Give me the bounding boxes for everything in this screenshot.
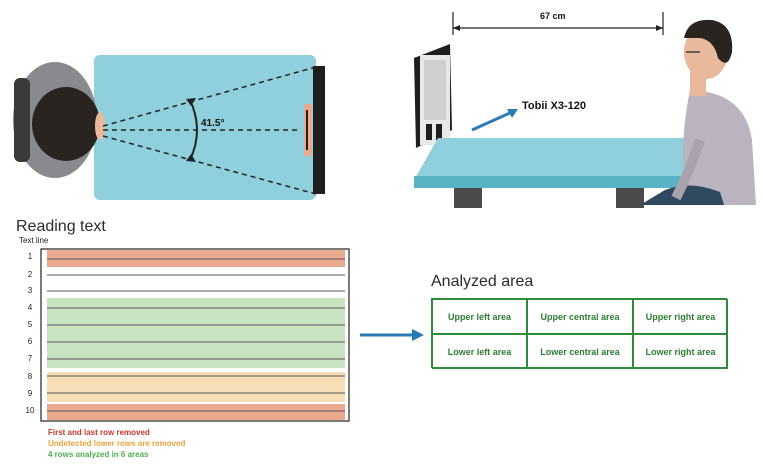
row-number: 7: [27, 354, 33, 363]
area-upper-right: Upper right area: [633, 299, 728, 334]
top-view-cone-upper: [102, 66, 317, 127]
top-view-person: [13, 62, 105, 178]
legend-undetected: Undetected lower rows are removed: [48, 439, 186, 448]
text-line-label: Text line: [19, 236, 49, 245]
top-view-angle-arc: [189, 99, 198, 161]
legend-removed: First and last row removed: [48, 428, 150, 437]
tracker-arrow: [471, 110, 513, 132]
area-upper-central: Upper central area: [527, 299, 633, 334]
distance-label: 67 cm: [540, 11, 566, 21]
row-number: 4: [27, 303, 33, 312]
side-view-monitor: [414, 44, 452, 148]
side-view-person: [640, 19, 756, 205]
area-lower-left: Lower left area: [432, 334, 527, 369]
angle-label: 41.5°: [201, 118, 225, 129]
row-number: 3: [27, 286, 33, 295]
row-number: 6: [27, 337, 33, 346]
top-view-monitor: [313, 66, 325, 194]
analyzed-area-title: Analyzed area: [431, 273, 534, 290]
top-view-cone-lower: [102, 135, 317, 195]
top-view-table: [94, 55, 316, 200]
row-number: 8: [27, 372, 33, 381]
band-last-row-removed: [47, 404, 345, 420]
side-view-table: [414, 138, 696, 208]
text-lines: [47, 258, 345, 412]
reading-text-title: Reading text: [16, 218, 106, 235]
band-analyzed-rows: [47, 298, 345, 368]
row-number: 1: [27, 252, 33, 261]
tracker-label: Tobii X3-120: [522, 100, 586, 112]
analyzed-area-grid: Upper left area Upper central area Upper…: [431, 298, 728, 369]
legend-analyzed: 4 rows analyzed in 6 areas: [48, 450, 149, 459]
band-undetected-rows: [47, 372, 345, 402]
row-number: 2: [27, 270, 33, 279]
area-lower-right: Lower right area: [633, 334, 728, 369]
area-lower-central: Lower central area: [527, 334, 633, 369]
row-number: 9: [27, 389, 33, 398]
row-number: 5: [27, 320, 33, 329]
area-upper-left: Upper left area: [432, 299, 527, 334]
row-number: 10: [25, 406, 35, 415]
